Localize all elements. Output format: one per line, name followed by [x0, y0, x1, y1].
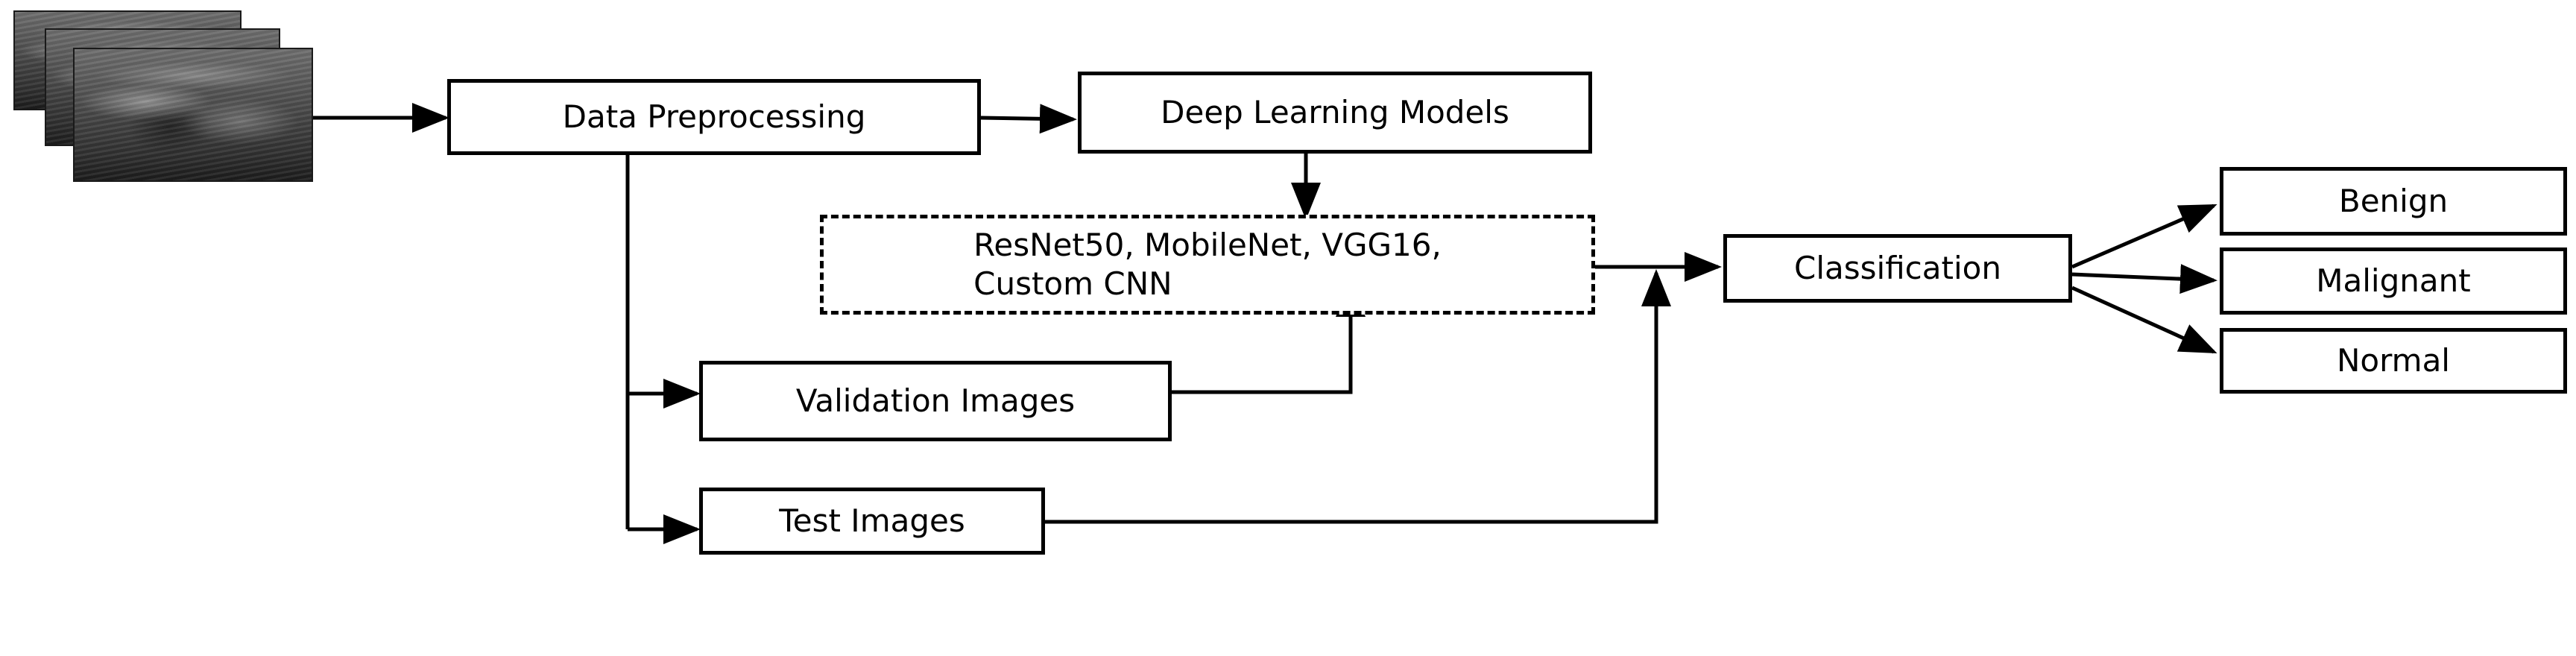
models-list-box: ResNet50, MobileNet, VGG16, Custom CNN: [820, 215, 1595, 315]
test-images-label: Test Images: [779, 502, 965, 539]
models-list-label: ResNet50, MobileNet, VGG16, Custom CNN: [973, 226, 1442, 303]
arrow-to-malignant: [2071, 264, 2217, 294]
validation-images-label: Validation Images: [795, 382, 1076, 419]
classification-label: Classification: [1794, 249, 2001, 286]
classification-box: Classification: [1723, 234, 2072, 303]
validation-images-box: Validation Images: [699, 361, 1172, 441]
arrow-validation-to-list: [1172, 280, 1366, 394]
arrow-test-to-classification: [1045, 269, 1671, 524]
deep-learning-models-label: Deep Learning Models: [1161, 93, 1509, 130]
arrow-to-normal: [2071, 286, 2217, 354]
class-malignant-label: Malignant: [2316, 262, 2471, 299]
test-images-box: Test Images: [699, 488, 1045, 555]
class-normal-box: Normal: [2220, 328, 2567, 394]
ultrasound-image-icon: [73, 48, 313, 182]
deep-learning-models-box: Deep Learning Models: [1078, 72, 1592, 154]
class-benign-label: Benign: [2338, 182, 2449, 219]
data-preprocessing-box: Data Preprocessing: [447, 79, 981, 155]
arrow-to-benign: [2071, 204, 2217, 269]
class-normal-label: Normal: [2337, 341, 2450, 379]
arrow-preprocessing-to-models: [980, 104, 1077, 134]
class-benign-box: Benign: [2220, 167, 2567, 236]
class-malignant-box: Malignant: [2220, 247, 2567, 315]
data-preprocessing-label: Data Preprocessing: [562, 98, 866, 135]
